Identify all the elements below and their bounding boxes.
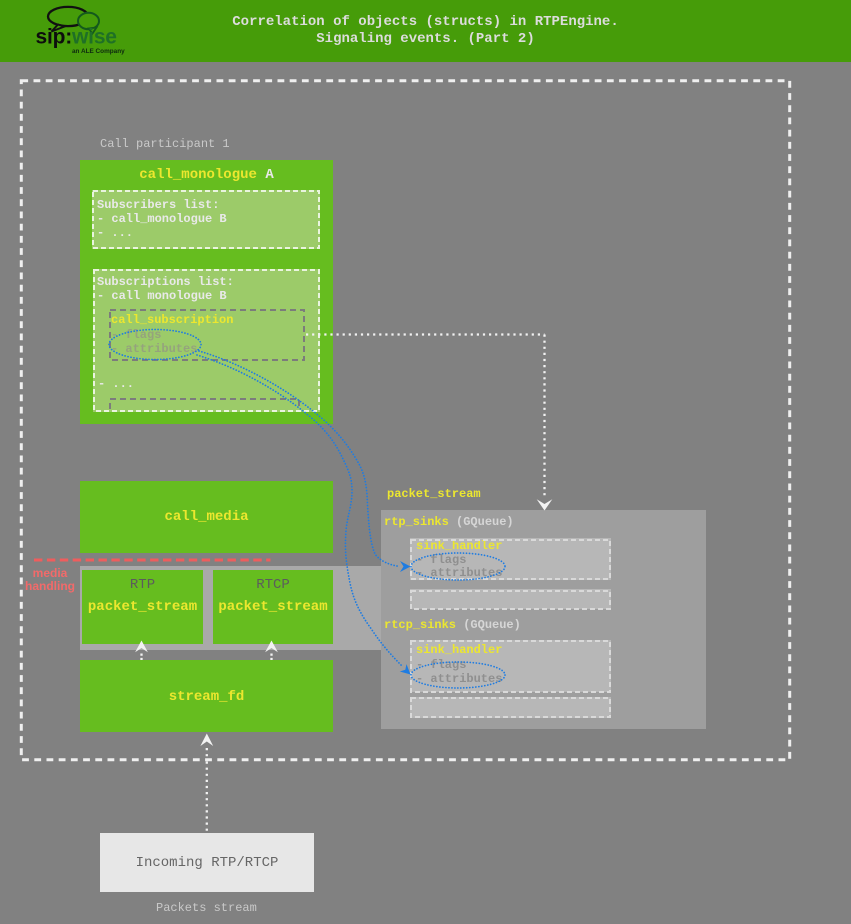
svg-text:an ALE Company: an ALE Company — [72, 48, 125, 55]
svg-text:sip:wise: sip:wise — [36, 26, 117, 49]
